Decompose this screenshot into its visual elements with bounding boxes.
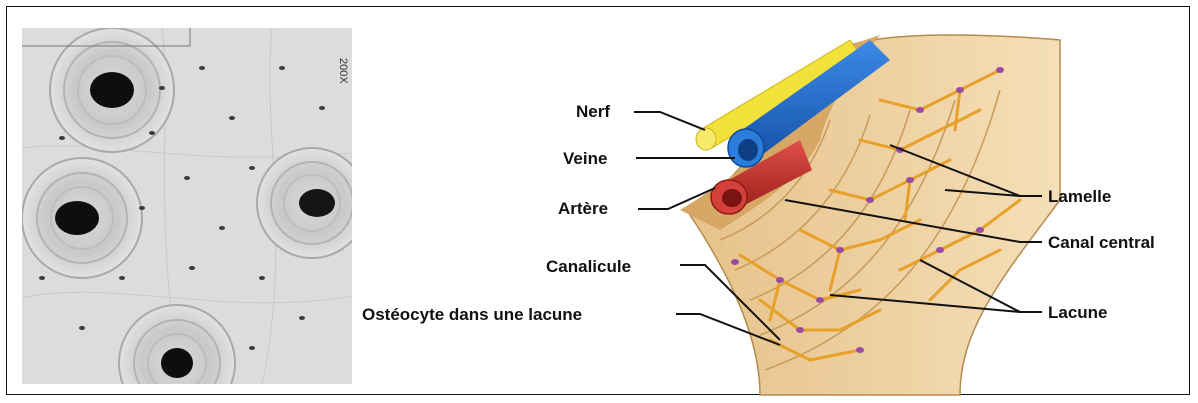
label-lacune: Lacune [1048, 303, 1108, 322]
label-veine: Veine [563, 149, 607, 168]
label-nerf: Nerf [576, 102, 610, 121]
label-osteocyte: Ostéocyte dans une lacune [362, 305, 582, 324]
label-canalicule: Canalicule [546, 257, 631, 276]
label-canal-central: Canal central [1048, 233, 1155, 252]
label-lamelle: Lamelle [1048, 187, 1111, 206]
label-artere: Artère [558, 199, 608, 218]
